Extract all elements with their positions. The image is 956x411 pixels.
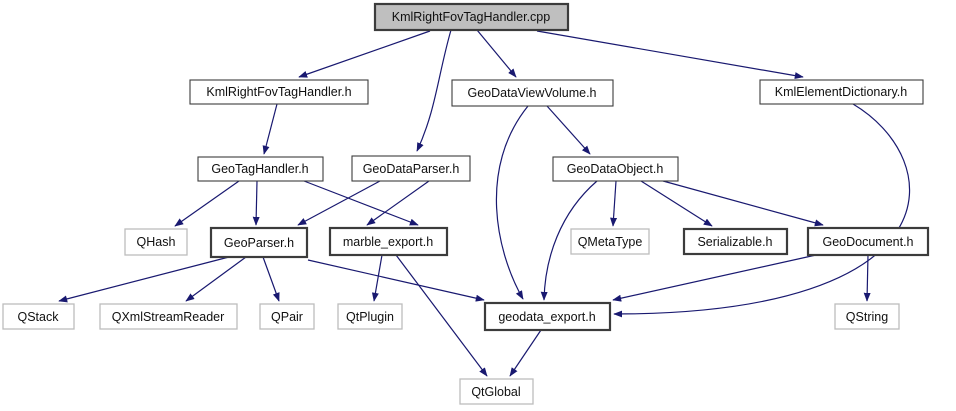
- node-qtglobal-box: [459, 378, 534, 405]
- node-qstack-label: QStack: [18, 310, 60, 324]
- node-geodataparser-h-box: [351, 155, 471, 182]
- node-qxmlstreamreader-label: QXmlStreamReader: [112, 310, 225, 324]
- edge-geoparser-h-to-qstack: [58, 256, 230, 303]
- edge-geodataobject-h-to-qmetatype: [610, 180, 618, 227]
- edge-geotaghandler-h-to-geoparser-h: [252, 180, 260, 226]
- edges: [58, 29, 911, 377]
- edge-geodataviewvolume-h-to-geodataobject-h: [546, 105, 591, 155]
- edge-cpp-to-kmlelementdictionary-h: [536, 30, 804, 80]
- edge-kmlrightfovtaghandler-h-to-geotaghandler-h: [262, 103, 278, 155]
- node-geodataobject-h-label: GeoDataObject.h: [567, 162, 664, 176]
- node-geodocument-h[interactable]: GeoDocument.h: [806, 226, 930, 257]
- node-kmlelementdictionary-h-label: KmlElementDictionary.h: [775, 85, 908, 99]
- node-qstack: QStack: [2, 303, 75, 330]
- node-qhash: QHash: [124, 228, 188, 256]
- node-geodataviewvolume-h[interactable]: GeoDataViewVolume.h: [451, 79, 614, 107]
- edge-geotaghandler-h-to-marble-export-h: [303, 180, 419, 226]
- edge-cpp-to-kmlrightfovtaghandler-h: [298, 30, 431, 78]
- node-qpair-label: QPair: [271, 310, 303, 324]
- node-kmlelementdictionary-h-box: [759, 79, 924, 105]
- edge-geodataobject-h-to-serializable-h: [640, 180, 713, 227]
- node-qtglobal-label: QtGlobal: [471, 385, 520, 399]
- node-geotaghandler-h-label: GeoTagHandler.h: [211, 162, 308, 176]
- node-kmlelementdictionary-h[interactable]: KmlElementDictionary.h: [759, 79, 924, 105]
- node-kmlrightfovtaghandler-h[interactable]: KmlRightFovTagHandler.h: [189, 79, 369, 105]
- edge-geoparser-h-to-geodata-export-h: [307, 259, 485, 302]
- edge-geodata-export-h-to-qtglobal: [509, 329, 542, 377]
- node-geodata-export-h-label: geodata_export.h: [498, 310, 595, 324]
- node-qmetatype: QMetaType: [570, 228, 650, 255]
- node-geodataobject-h-box: [552, 156, 679, 182]
- node-geodocument-h-label: GeoDocument.h: [822, 235, 913, 249]
- edge-geodocument-h-to-geodata-export-h: [612, 254, 817, 302]
- node-kmlrightfovtaghandler-h-box: [189, 79, 369, 105]
- node-qtplugin-label: QtPlugin: [346, 310, 394, 324]
- node-geotaghandler-h[interactable]: GeoTagHandler.h: [197, 156, 324, 182]
- node-qstring-label: QString: [846, 310, 888, 324]
- node-kmlrightfovtaghandler-cpp-box: [373, 2, 570, 32]
- node-qpair: QPair: [259, 303, 315, 330]
- nodes: KmlRightFovTagHandler.cpp KmlRightFovTag…: [2, 2, 930, 405]
- node-qhash-label: QHash: [137, 235, 176, 249]
- edge-marble-export-h-to-qtglobal: [395, 254, 488, 377]
- node-geodataparser-h[interactable]: GeoDataParser.h: [351, 155, 471, 182]
- edge-geodataparser-h-to-marble-export-h: [366, 180, 430, 226]
- node-qpair-box: [259, 303, 315, 330]
- edge-cpp-to-geodataparser-h: [416, 29, 452, 152]
- node-qtplugin: QtPlugin: [337, 303, 403, 330]
- node-geodataobject-h[interactable]: GeoDataObject.h: [552, 156, 679, 182]
- node-qhash-box: [124, 228, 188, 256]
- node-qtplugin-box: [337, 303, 403, 330]
- node-serializable-h[interactable]: Serializable.h: [682, 227, 789, 256]
- node-kmlrightfovtaghandler-cpp-label: KmlRightFovTagHandler.cpp: [392, 10, 550, 24]
- node-qxmlstreamreader: QXmlStreamReader: [99, 303, 238, 330]
- edge-kmlelementdictionary-h-to-geodata-export-h: [613, 103, 911, 318]
- edge-geodataviewvolume-h-to-geodata-export-h: [495, 105, 529, 300]
- node-qstack-box: [2, 303, 75, 330]
- edge-marble-export-h-to-qtplugin: [371, 254, 383, 302]
- node-geodataviewvolume-h-label: GeoDataViewVolume.h: [467, 86, 596, 100]
- node-geoparser-h-label: GeoParser.h: [224, 236, 294, 250]
- edge-geotaghandler-h-to-qhash: [174, 180, 240, 227]
- node-kmlrightfovtaghandler-cpp: KmlRightFovTagHandler.cpp: [373, 2, 570, 32]
- node-geoparser-h[interactable]: GeoParser.h: [209, 226, 309, 259]
- edge-geoparser-h-to-qpair: [262, 256, 280, 302]
- node-marble-export-h-label: marble_export.h: [343, 235, 433, 249]
- node-geodata-export-h[interactable]: geodata_export.h: [483, 301, 612, 332]
- edge-geodocument-h-to-qstring: [863, 254, 871, 302]
- node-qstring: QString: [834, 303, 900, 330]
- node-geodocument-h-box: [806, 226, 930, 257]
- node-geoparser-h-box: [209, 226, 309, 259]
- edge-geoparser-h-to-qxmlstreamreader: [185, 256, 247, 302]
- node-qstring-box: [834, 303, 900, 330]
- edge-geodataobject-h-to-geodata-export-h: [540, 180, 598, 301]
- node-geodataviewvolume-h-box: [451, 79, 614, 107]
- node-geotaghandler-h-box: [197, 156, 324, 182]
- edge-cpp-to-geodataviewvolume-h: [476, 29, 517, 78]
- node-geodata-export-h-box: [483, 301, 612, 332]
- node-qtglobal: QtGlobal: [459, 378, 534, 405]
- edge-geodataobject-h-to-geodocument-h: [662, 180, 824, 227]
- node-serializable-h-box: [682, 227, 789, 256]
- node-marble-export-h-box: [328, 226, 449, 257]
- node-serializable-h-label: Serializable.h: [697, 235, 772, 249]
- node-marble-export-h[interactable]: marble_export.h: [328, 226, 449, 257]
- node-qmetatype-box: [570, 228, 650, 255]
- node-qxmlstreamreader-box: [99, 303, 238, 330]
- node-geodataparser-h-label: GeoDataParser.h: [363, 162, 460, 176]
- node-qmetatype-label: QMetaType: [578, 235, 643, 249]
- edge-geodataparser-h-to-geoparser-h: [297, 180, 381, 226]
- node-kmlrightfovtaghandler-h-label: KmlRightFovTagHandler.h: [206, 85, 351, 99]
